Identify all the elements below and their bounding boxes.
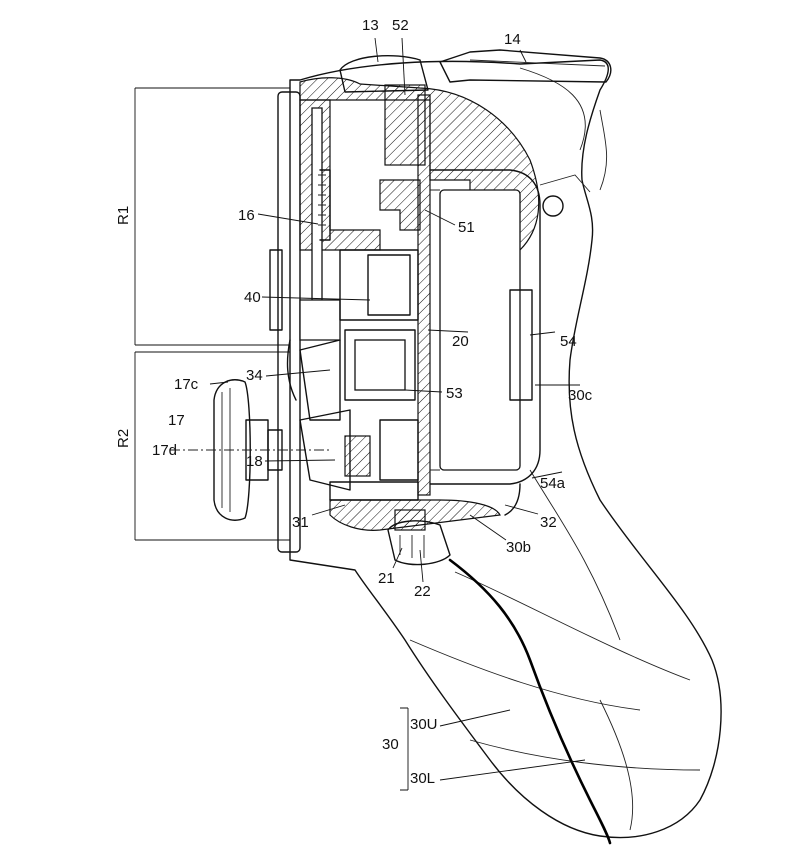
part-30-bracket bbox=[400, 707, 409, 791]
top-buttons bbox=[339, 49, 612, 93]
label-14: 14 bbox=[504, 31, 521, 48]
grip-housing bbox=[289, 59, 722, 845]
label-13: 13 bbox=[362, 17, 379, 34]
region-brackets bbox=[134, 87, 290, 541]
label-30: 30 bbox=[382, 736, 399, 753]
label-30c: 30c bbox=[568, 387, 593, 404]
label-32: 32 bbox=[540, 514, 557, 531]
label-34: 34 bbox=[246, 367, 263, 384]
label-17: 17 bbox=[168, 412, 185, 429]
label-31: 31 bbox=[292, 514, 309, 531]
label-30b: 30b bbox=[506, 539, 531, 556]
reference-labels: 13 52 14 R1 16 51 40 20 54 17c 34 30c 53… bbox=[115, 17, 593, 787]
label-16: 16 bbox=[238, 207, 255, 224]
front-face bbox=[269, 91, 301, 553]
label-17d: 17d bbox=[152, 442, 177, 459]
label-18: 18 bbox=[246, 453, 263, 470]
label-30L: 30L bbox=[410, 770, 435, 787]
label-20: 20 bbox=[452, 333, 469, 350]
label-54: 54 bbox=[560, 333, 577, 350]
label-R1: R1 bbox=[115, 206, 132, 225]
label-40: 40 bbox=[244, 289, 261, 306]
label-22: 22 bbox=[414, 583, 431, 600]
label-53: 53 bbox=[446, 385, 463, 402]
battery-compartment bbox=[429, 169, 541, 485]
label-54a: 54a bbox=[540, 475, 566, 492]
label-52: 52 bbox=[392, 17, 409, 34]
label-21: 21 bbox=[378, 570, 395, 587]
thumbstick bbox=[170, 379, 330, 521]
label-30U: 30U bbox=[410, 716, 438, 733]
lower-components bbox=[299, 249, 521, 531]
label-51: 51 bbox=[458, 219, 475, 236]
label-R2: R2 bbox=[115, 429, 132, 448]
leader-lines bbox=[209, 37, 586, 781]
label-17c: 17c bbox=[174, 376, 199, 393]
circuit-board bbox=[417, 94, 431, 496]
